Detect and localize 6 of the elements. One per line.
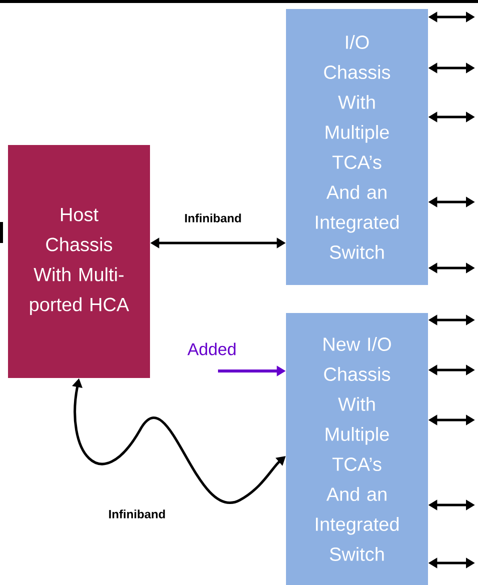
edge-label: Infiniband — [107, 508, 167, 520]
chassis-box: I/O Chassis With Multiple TCA’s And an Integrated Switch — [286, 9, 428, 285]
chassis-box: New I/O Chassis With Multiple TCA’s And an Integrated Switch — [286, 313, 428, 585]
host-chassis-box: Host Chassis With Multi-ported HCA — [8, 145, 150, 378]
edge-label: Infiniband — [183, 212, 243, 224]
edge-label: Added — [186, 342, 238, 356]
